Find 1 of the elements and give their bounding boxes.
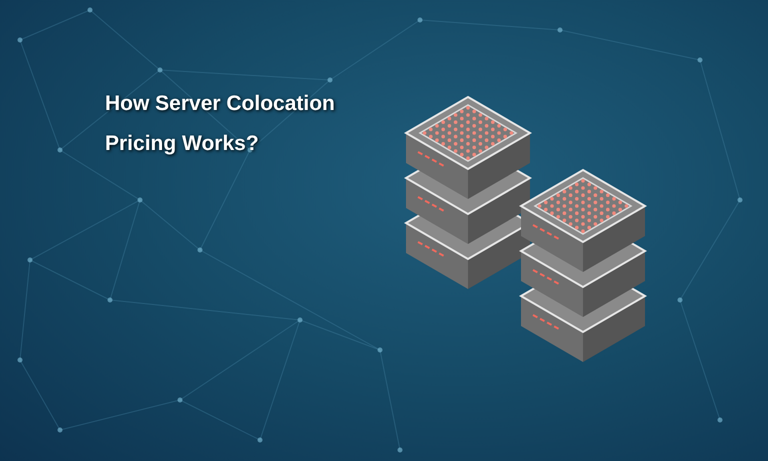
title: How Server Colocation Pricing Works?	[105, 91, 336, 157]
